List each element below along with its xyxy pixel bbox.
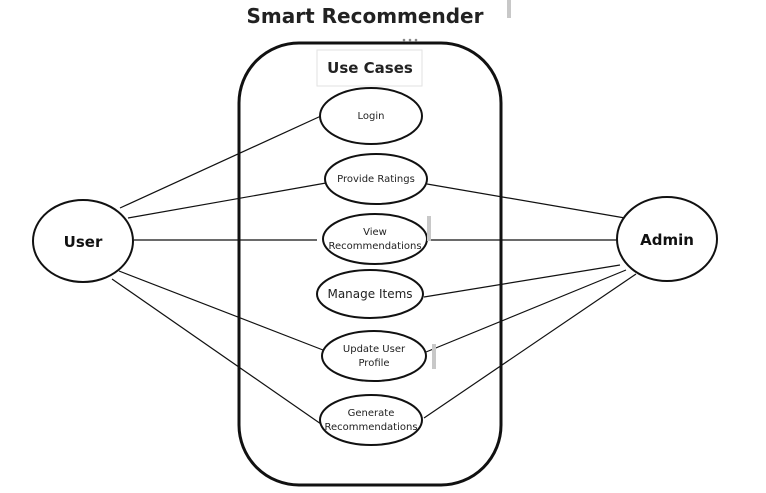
- use-case-manage-items[interactable]: Manage Items: [316, 269, 424, 319]
- boundary-title-box: [316, 49, 423, 87]
- use-case-generate-recommendations-shape[interactable]: [319, 394, 423, 446]
- resize-handle[interactable]: [432, 344, 436, 369]
- use-case-login[interactable]: Login: [319, 87, 423, 145]
- association-admin-manage-items[interactable]: [423, 264, 621, 298]
- actor-user-label: User: [64, 233, 103, 251]
- association-admin-update-user-profile[interactable]: [425, 269, 627, 353]
- association-user-login[interactable]: [119, 115, 322, 209]
- system-boundary[interactable]: [237, 41, 503, 487]
- actor-admin-label: Admin: [640, 231, 694, 249]
- use-case-provide-ratings[interactable]: Provide Ratings: [324, 153, 428, 205]
- use-case-login-label: Login: [358, 111, 385, 122]
- use-case-view-recommendations-label: Recommendations: [328, 241, 421, 252]
- resize-handle[interactable]: [427, 216, 431, 241]
- use-case-view-recommendations-label: View: [363, 227, 387, 238]
- association-lines: [111, 115, 637, 425]
- association-user-provide-ratings[interactable]: [127, 182, 327, 219]
- use-case-login-shape[interactable]: [319, 87, 423, 145]
- diagram-title: Smart Recommender: [247, 4, 484, 28]
- association-admin-generate-recommendations[interactable]: [423, 273, 637, 419]
- actor-user-shape[interactable]: [32, 199, 134, 283]
- use-case-view-recommendations-shape[interactable]: [322, 213, 428, 265]
- use-case-generate-recommendations-label: Recommendations: [324, 422, 417, 433]
- use-case-update-user-profile-shape[interactable]: [321, 330, 427, 382]
- resize-handle[interactable]: [507, 0, 511, 18]
- association-admin-provide-ratings[interactable]: [426, 183, 626, 219]
- use-case-generate-recommendations-label: Generate: [348, 408, 395, 419]
- more-dots-icon[interactable]: [402, 38, 418, 42]
- use-case-update-user-profile-label: Update User: [343, 344, 406, 355]
- use-case-manage-items-label: Manage Items: [327, 287, 412, 301]
- association-user-update-user-profile[interactable]: [118, 270, 324, 351]
- actor-admin[interactable]: Admin: [616, 196, 718, 282]
- use-case-update-user-profile-label: Profile: [358, 358, 389, 369]
- association-user-generate-recommendations[interactable]: [111, 278, 322, 425]
- actor-user[interactable]: User: [32, 199, 134, 283]
- use-case-provide-ratings-label: Provide Ratings: [337, 174, 415, 185]
- use-case-manage-items-shape[interactable]: [316, 269, 424, 319]
- actor-admin-shape[interactable]: [616, 196, 718, 282]
- use-case-provide-ratings-shape[interactable]: [324, 153, 428, 205]
- boundary-title: Use Cases: [327, 59, 413, 77]
